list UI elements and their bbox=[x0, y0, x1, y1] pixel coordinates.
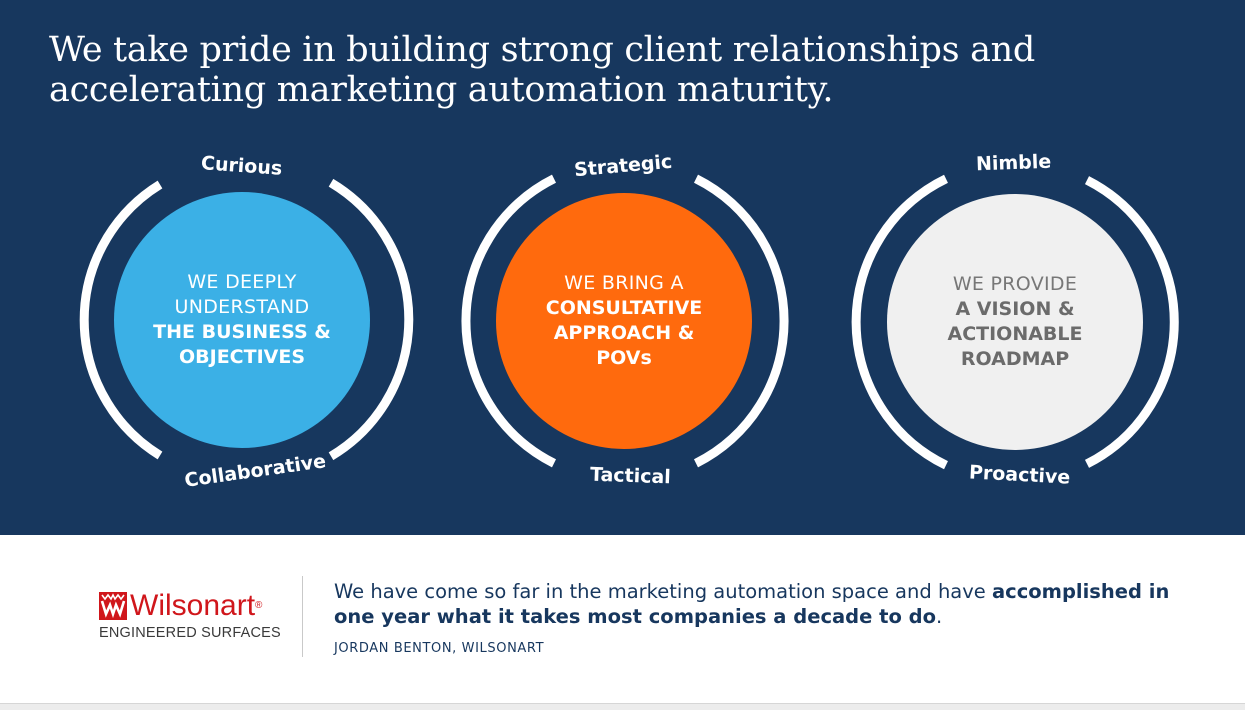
logo-wordmark: Wilsonart® bbox=[130, 590, 262, 622]
logo-name-text: Wilsonart bbox=[130, 589, 256, 622]
pillar-3-top-word: Nimble bbox=[975, 150, 1052, 176]
ring-arc-left-3 bbox=[851, 174, 948, 470]
headline-line-1: We take pride in building strong client … bbox=[49, 30, 1035, 70]
testimonial-section bbox=[0, 535, 1245, 703]
testimonial-quote: We have come so far in the marketing aut… bbox=[334, 579, 1214, 629]
ring-arcs bbox=[79, 174, 1179, 470]
headline: We take pride in building strong client … bbox=[49, 30, 1149, 110]
bottom-border bbox=[0, 703, 1245, 710]
pillar-3-light-line-1: WE PROVIDE bbox=[952, 273, 1078, 295]
ring-arc-right-2 bbox=[693, 174, 789, 468]
quote-bold: accomplished in one year what it takes m… bbox=[334, 580, 1170, 628]
pillar-2-bold-line-3: POVs bbox=[596, 347, 652, 369]
logo-tagline: ENGINEERED SURFACES bbox=[99, 625, 281, 641]
pillar-1-light-line-1: WE DEEPLY bbox=[187, 271, 297, 293]
pillar-1-circle: WE DEEPLY UNDERSTAND THE BUSINESS & OBJE… bbox=[114, 192, 370, 448]
pillar-2-bold-line-1: CONSULTATIVE bbox=[545, 297, 703, 319]
pillar-3-bold-line-3: ROADMAP bbox=[960, 348, 1070, 370]
pillar-2-bottom-word: Tactical bbox=[589, 463, 672, 489]
headline-line-2: accelerating marketing automation maturi… bbox=[49, 70, 834, 110]
vertical-divider bbox=[302, 576, 303, 657]
pillar-1-light-line-2: UNDERSTAND bbox=[174, 296, 310, 318]
pillar-3-bold-line-1: A VISION & bbox=[955, 298, 1075, 320]
pillar-1-bold-line-2: OBJECTIVES bbox=[178, 346, 306, 368]
ring-arc-left-1 bbox=[79, 180, 163, 460]
quote-attribution: JORDAN BENTON, WILSONART bbox=[334, 641, 545, 656]
ring-arc-left-2 bbox=[461, 174, 557, 468]
pillar-3-circle: WE PROVIDE A VISION & ACTIONABLE ROADMAP bbox=[887, 194, 1143, 450]
logo-registered-mark: ® bbox=[255, 600, 263, 611]
pillar-1-bold-line-1: THE BUSINESS & bbox=[153, 321, 331, 343]
quote-end: . bbox=[936, 605, 943, 628]
wilsonart-crown-icon bbox=[99, 592, 127, 620]
pillar-3-bold-line-2: ACTIONABLE bbox=[947, 323, 1083, 345]
pillar-2-bold-line-2: APPROACH & bbox=[553, 322, 695, 344]
quote-plain: We have come so far in the marketing aut… bbox=[334, 580, 992, 603]
ring-arc-right-3 bbox=[1084, 176, 1179, 468]
ring-arc-right-1 bbox=[328, 178, 414, 461]
pillar-2-circle: WE BRING A CONSULTATIVE APPROACH & POVs bbox=[496, 193, 752, 449]
pillar-2-light-line-1: WE BRING A bbox=[564, 272, 684, 294]
